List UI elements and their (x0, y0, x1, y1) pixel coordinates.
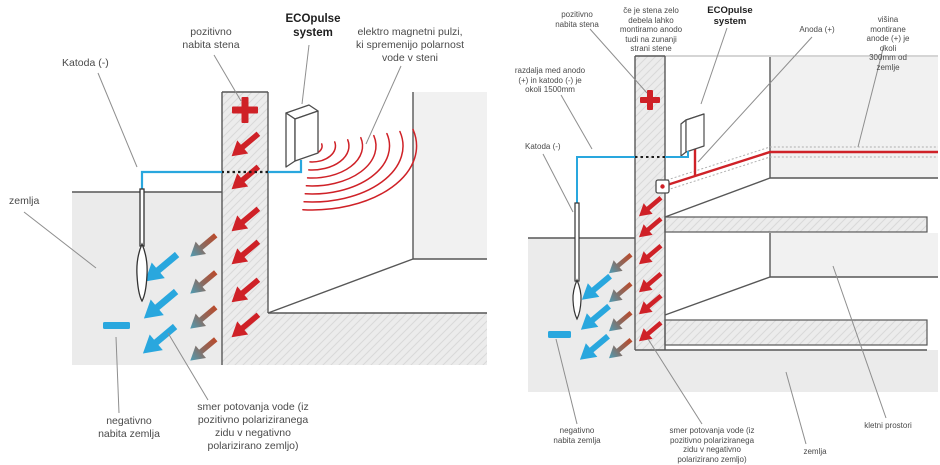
minus-icon (548, 331, 571, 338)
leader-line (560, 94, 593, 150)
label-water-direction-left: smer potovanja vode (iz pozitivno polari… (197, 401, 309, 452)
leader-line (785, 371, 807, 445)
label-negative-ground-right: negativno nabita zemlja (553, 426, 601, 445)
right-diagram-graphics (528, 27, 938, 445)
leader-line (115, 336, 120, 414)
label-em-pulses-left: elektro magnetni pulzi, ki spremenijo po… (356, 26, 464, 64)
leader-line (167, 332, 209, 401)
label-positive-wall-right: pozitivno nabita stena (555, 10, 599, 29)
leader-line (213, 54, 242, 102)
label-positive-wall-left: pozitivno nabita stena (182, 26, 240, 51)
leader-line (697, 36, 813, 163)
plus-icon (640, 90, 660, 110)
basement-floor-slab (664, 319, 928, 346)
em-pulse-arcs-icon (302, 128, 418, 211)
anode-junction-box (655, 179, 670, 194)
anode-cable-red (666, 149, 938, 187)
leader-line (647, 338, 703, 425)
leader-line (700, 27, 728, 105)
label-cathode-left: Katoda (-) (62, 57, 109, 69)
leader-line (97, 72, 138, 168)
leader-line (832, 265, 887, 419)
cathode-cable-left (140, 160, 303, 189)
far-wall-basement (770, 233, 938, 277)
cathode-cable-right (576, 151, 689, 203)
label-water-direction-right: smer potovanja vode (iz pozitivno polari… (669, 426, 755, 464)
far-wall-left (413, 92, 487, 259)
label-anode-right: Anoda (+) (799, 25, 835, 34)
label-ground-left: zemlja (9, 195, 40, 207)
cathode-probe-icon (136, 188, 148, 303)
label-ground-right: zemlja (803, 447, 827, 456)
leader-line (301, 44, 310, 105)
leader-line (365, 65, 402, 145)
label-ecopulse-left: ECOpulse system (285, 13, 341, 39)
label-ecopulse-right: ECOpulse system (707, 5, 753, 27)
ground-right (528, 238, 635, 392)
ecopulse-device-icon (680, 113, 705, 157)
floor-slab-left (268, 313, 487, 365)
label-cathode-right: Katoda (-) (525, 142, 561, 151)
ground-floor-slab (664, 216, 928, 233)
label-thick-wall-note: če je stena zelo debela lahko montiramo … (619, 6, 683, 53)
structure-lines-left (72, 91, 487, 365)
ground-under-building (635, 350, 938, 392)
leader-line (555, 338, 578, 425)
label-basement-rooms: kletni prostori (864, 421, 912, 430)
leader-line (23, 211, 97, 269)
ecopulse-device-icon (285, 104, 319, 168)
far-wall-upper-room (770, 57, 938, 178)
structure-lines-right (528, 55, 938, 351)
left-diagram-graphics (23, 44, 487, 414)
anode-channel-lines (666, 146, 938, 191)
leader-lines-left (23, 44, 402, 414)
label-anode-cathode-distance: razdalja med anodo (+) in katodo (-) je … (514, 66, 586, 94)
minus-icon (103, 322, 130, 329)
leader-lines-right (542, 27, 887, 445)
cathode-probe-icon (572, 202, 582, 321)
plus-icon (232, 97, 258, 123)
leader-line (542, 153, 574, 213)
leader-line (589, 28, 648, 94)
leader-line (857, 44, 885, 148)
label-anode-height-note: višina montirane anode (+) je okoli 300m… (866, 15, 910, 72)
label-negative-ground-left: negativno nabita zemlja (98, 415, 160, 440)
